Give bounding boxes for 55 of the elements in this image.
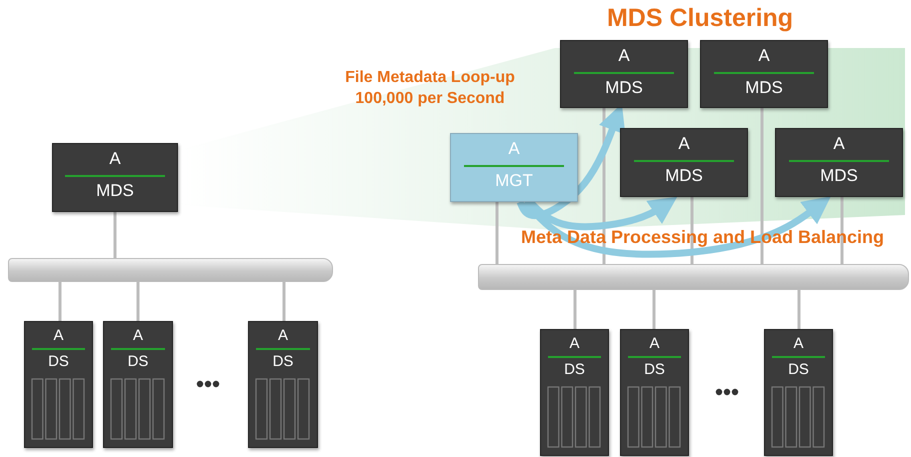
metadata-server-box — [52, 143, 178, 212]
network-bus — [8, 258, 333, 282]
data-server-box — [764, 329, 833, 456]
metadata-server-box — [560, 40, 688, 108]
annotation-text: File Metadata Loop-up 100,000 per Second — [344, 68, 516, 109]
server-label: A — [52, 328, 64, 343]
data-server-box — [620, 329, 689, 456]
server-label: A — [677, 135, 691, 152]
server-role: DS — [643, 362, 666, 377]
server-label: A — [568, 336, 580, 351]
connector-line — [652, 290, 656, 329]
server-role: DS — [272, 354, 294, 369]
connector-line — [602, 108, 606, 264]
data-server-box — [103, 321, 173, 448]
connector-line — [282, 282, 286, 321]
annotation-text: Meta Data Processing and Load Balancing — [520, 226, 886, 249]
server-role: MDS — [664, 167, 704, 184]
server-role: MGT — [494, 172, 534, 189]
diagram-title: MDS Clustering — [606, 4, 794, 33]
server-label: A — [648, 336, 660, 351]
server-label: A — [617, 47, 631, 64]
server-label: A — [276, 328, 289, 343]
connector-line — [840, 197, 844, 264]
server-role: MDS — [95, 182, 135, 199]
connector-line — [58, 282, 62, 321]
management-server-box — [450, 133, 578, 202]
connector-line — [574, 290, 576, 329]
server-role: MDS — [744, 79, 784, 96]
metadata-server-box — [700, 40, 828, 108]
server-role: MDS — [604, 79, 644, 96]
data-server-box — [24, 321, 93, 448]
server-label: A — [832, 135, 846, 152]
connector-line — [496, 202, 498, 264]
server-label: A — [507, 140, 521, 157]
server-role: DS — [563, 362, 586, 377]
connector-line — [798, 290, 800, 329]
metadata-server-box — [775, 128, 903, 197]
connector-line — [690, 197, 694, 264]
server-label: A — [132, 328, 144, 343]
server-role: DS — [126, 354, 150, 369]
metadata-server-box — [620, 128, 748, 197]
connector-line — [760, 108, 764, 264]
curved-arrow — [522, 196, 831, 258]
server-role: MDS — [819, 167, 859, 184]
network-bus — [478, 264, 909, 290]
data-server-box — [540, 329, 609, 456]
server-label: A — [757, 47, 771, 64]
connector-line — [114, 212, 116, 258]
curved-arrow — [528, 196, 678, 230]
server-label: A — [108, 150, 122, 167]
server-role: DS — [787, 362, 810, 377]
server-label: A — [792, 336, 804, 351]
connector-line — [136, 282, 140, 321]
server-role: DS — [47, 354, 70, 369]
data-server-box — [248, 321, 318, 448]
